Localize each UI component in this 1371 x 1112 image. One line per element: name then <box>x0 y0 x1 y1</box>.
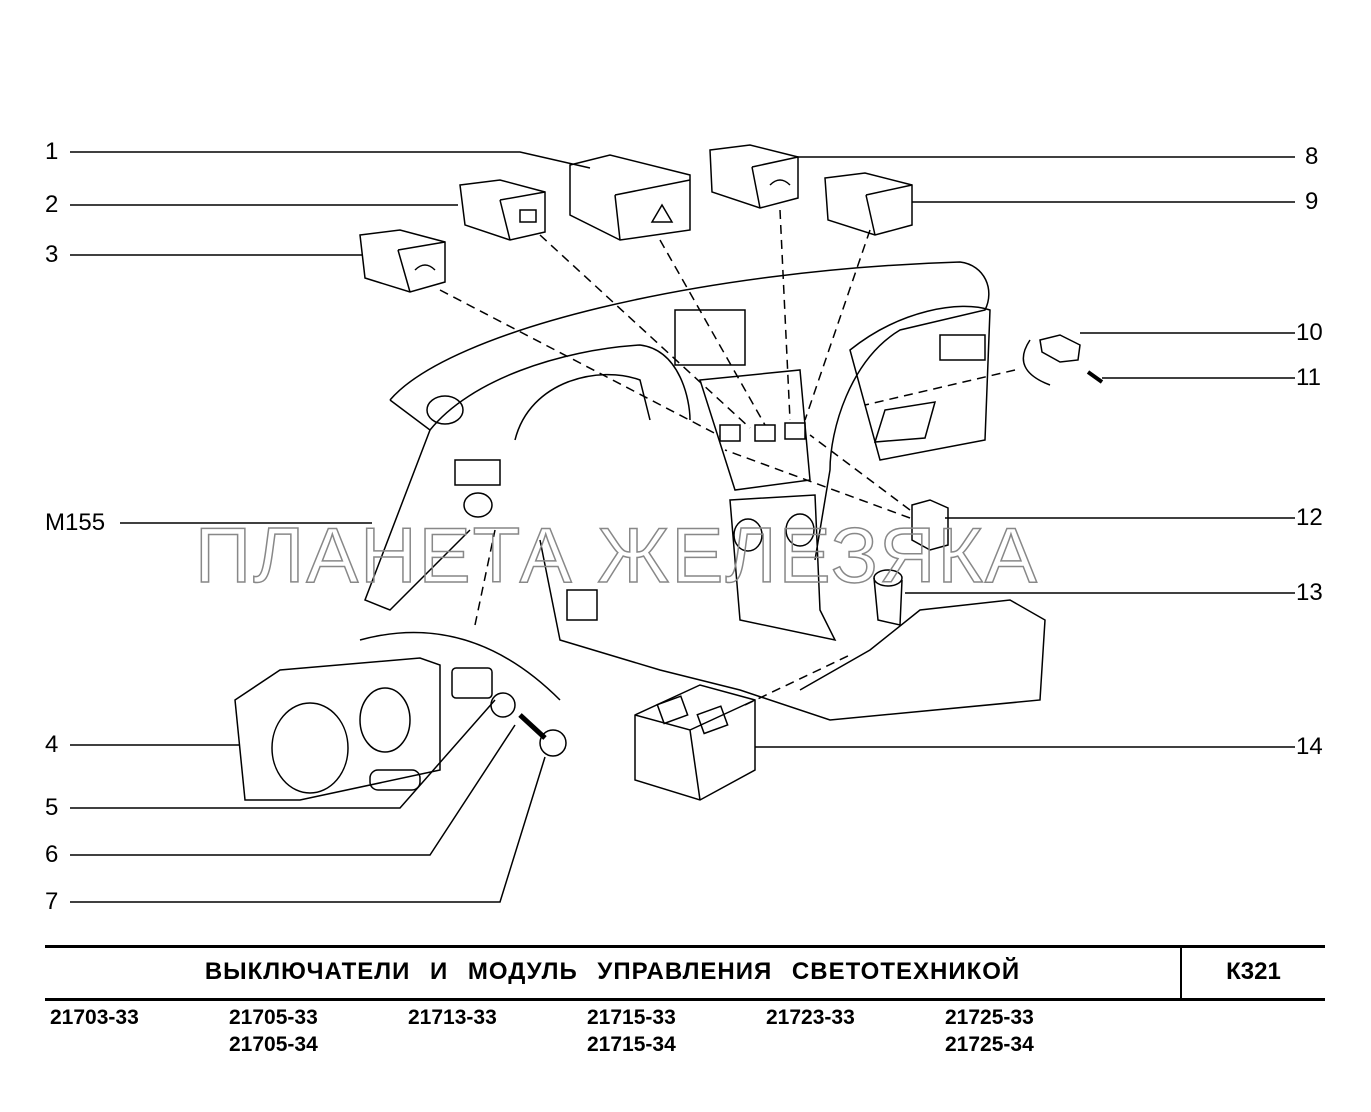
callout-12: 12 <box>1296 504 1323 531</box>
model-number: 21715-34 <box>587 1033 676 1056</box>
model-number: 21715-33 <box>587 1006 676 1029</box>
switch-9 <box>824 172 913 236</box>
dashboard-outline <box>364 261 1046 721</box>
model-column: 21725-33 21725-34 <box>945 1004 1034 1058</box>
model-number: 21703-33 <box>50 1006 139 1029</box>
callout-8: 8 <box>1305 143 1319 170</box>
callout-3: 3 <box>45 241 59 268</box>
model-number: 21725-33 <box>945 1006 1034 1029</box>
part-13-lighter <box>873 569 903 626</box>
part-10-11 <box>1022 334 1104 386</box>
model-number: 21725-34 <box>945 1033 1034 1056</box>
parts-5-6-7 <box>359 631 567 757</box>
callout-m155: M155 <box>45 509 106 536</box>
callout-5: 5 <box>45 794 59 821</box>
callout-2: 2 <box>45 191 59 218</box>
part-4-light-control-module <box>234 657 441 801</box>
switch-3 <box>359 229 446 293</box>
callout-11: 11 <box>1296 364 1321 391</box>
callout-13: 13 <box>1296 579 1323 606</box>
model-column: 21723-33 <box>766 1004 855 1031</box>
model-number: 21713-33 <box>408 1006 497 1029</box>
switch-2 <box>459 179 546 241</box>
model-number: 21705-34 <box>229 1033 318 1056</box>
model-number: 21705-33 <box>229 1006 318 1029</box>
model-column: 21703-33 <box>50 1004 139 1031</box>
leader-lines <box>70 151 1295 903</box>
switch-8 <box>709 144 799 209</box>
callout-10: 10 <box>1296 319 1323 346</box>
model-column: 21705-33 21705-34 <box>229 1004 318 1058</box>
callout-1: 1 <box>45 138 59 165</box>
callout-9: 9 <box>1305 188 1319 215</box>
callout-7: 7 <box>45 888 59 915</box>
callout-4: 4 <box>45 731 59 758</box>
title-block: ВЫКЛЮЧАТЕЛИ И МОДУЛЬ УПРАВЛЕНИЯ СВЕТОТЕХ… <box>45 945 1325 1001</box>
part-14-seat-heater-switch <box>634 684 756 801</box>
model-column: 21715-33 21715-34 <box>587 1004 676 1058</box>
diagram-code: К321 <box>1180 948 1325 998</box>
model-number: 21723-33 <box>766 1006 855 1029</box>
model-column: 21713-33 <box>408 1004 497 1031</box>
part-12 <box>911 499 949 551</box>
diagram-title: ВЫКЛЮЧАТЕЛИ И МОДУЛЬ УПРАВЛЕНИЯ СВЕТОТЕХ… <box>204 958 1021 985</box>
switch-1-hazard <box>569 154 691 241</box>
callout-6: 6 <box>45 841 59 868</box>
callout-14: 14 <box>1296 733 1323 760</box>
assembly-arrows <box>439 209 1016 706</box>
watermark: ПЛАНЕТА ЖЕЛЕЗЯКА <box>195 511 1039 599</box>
